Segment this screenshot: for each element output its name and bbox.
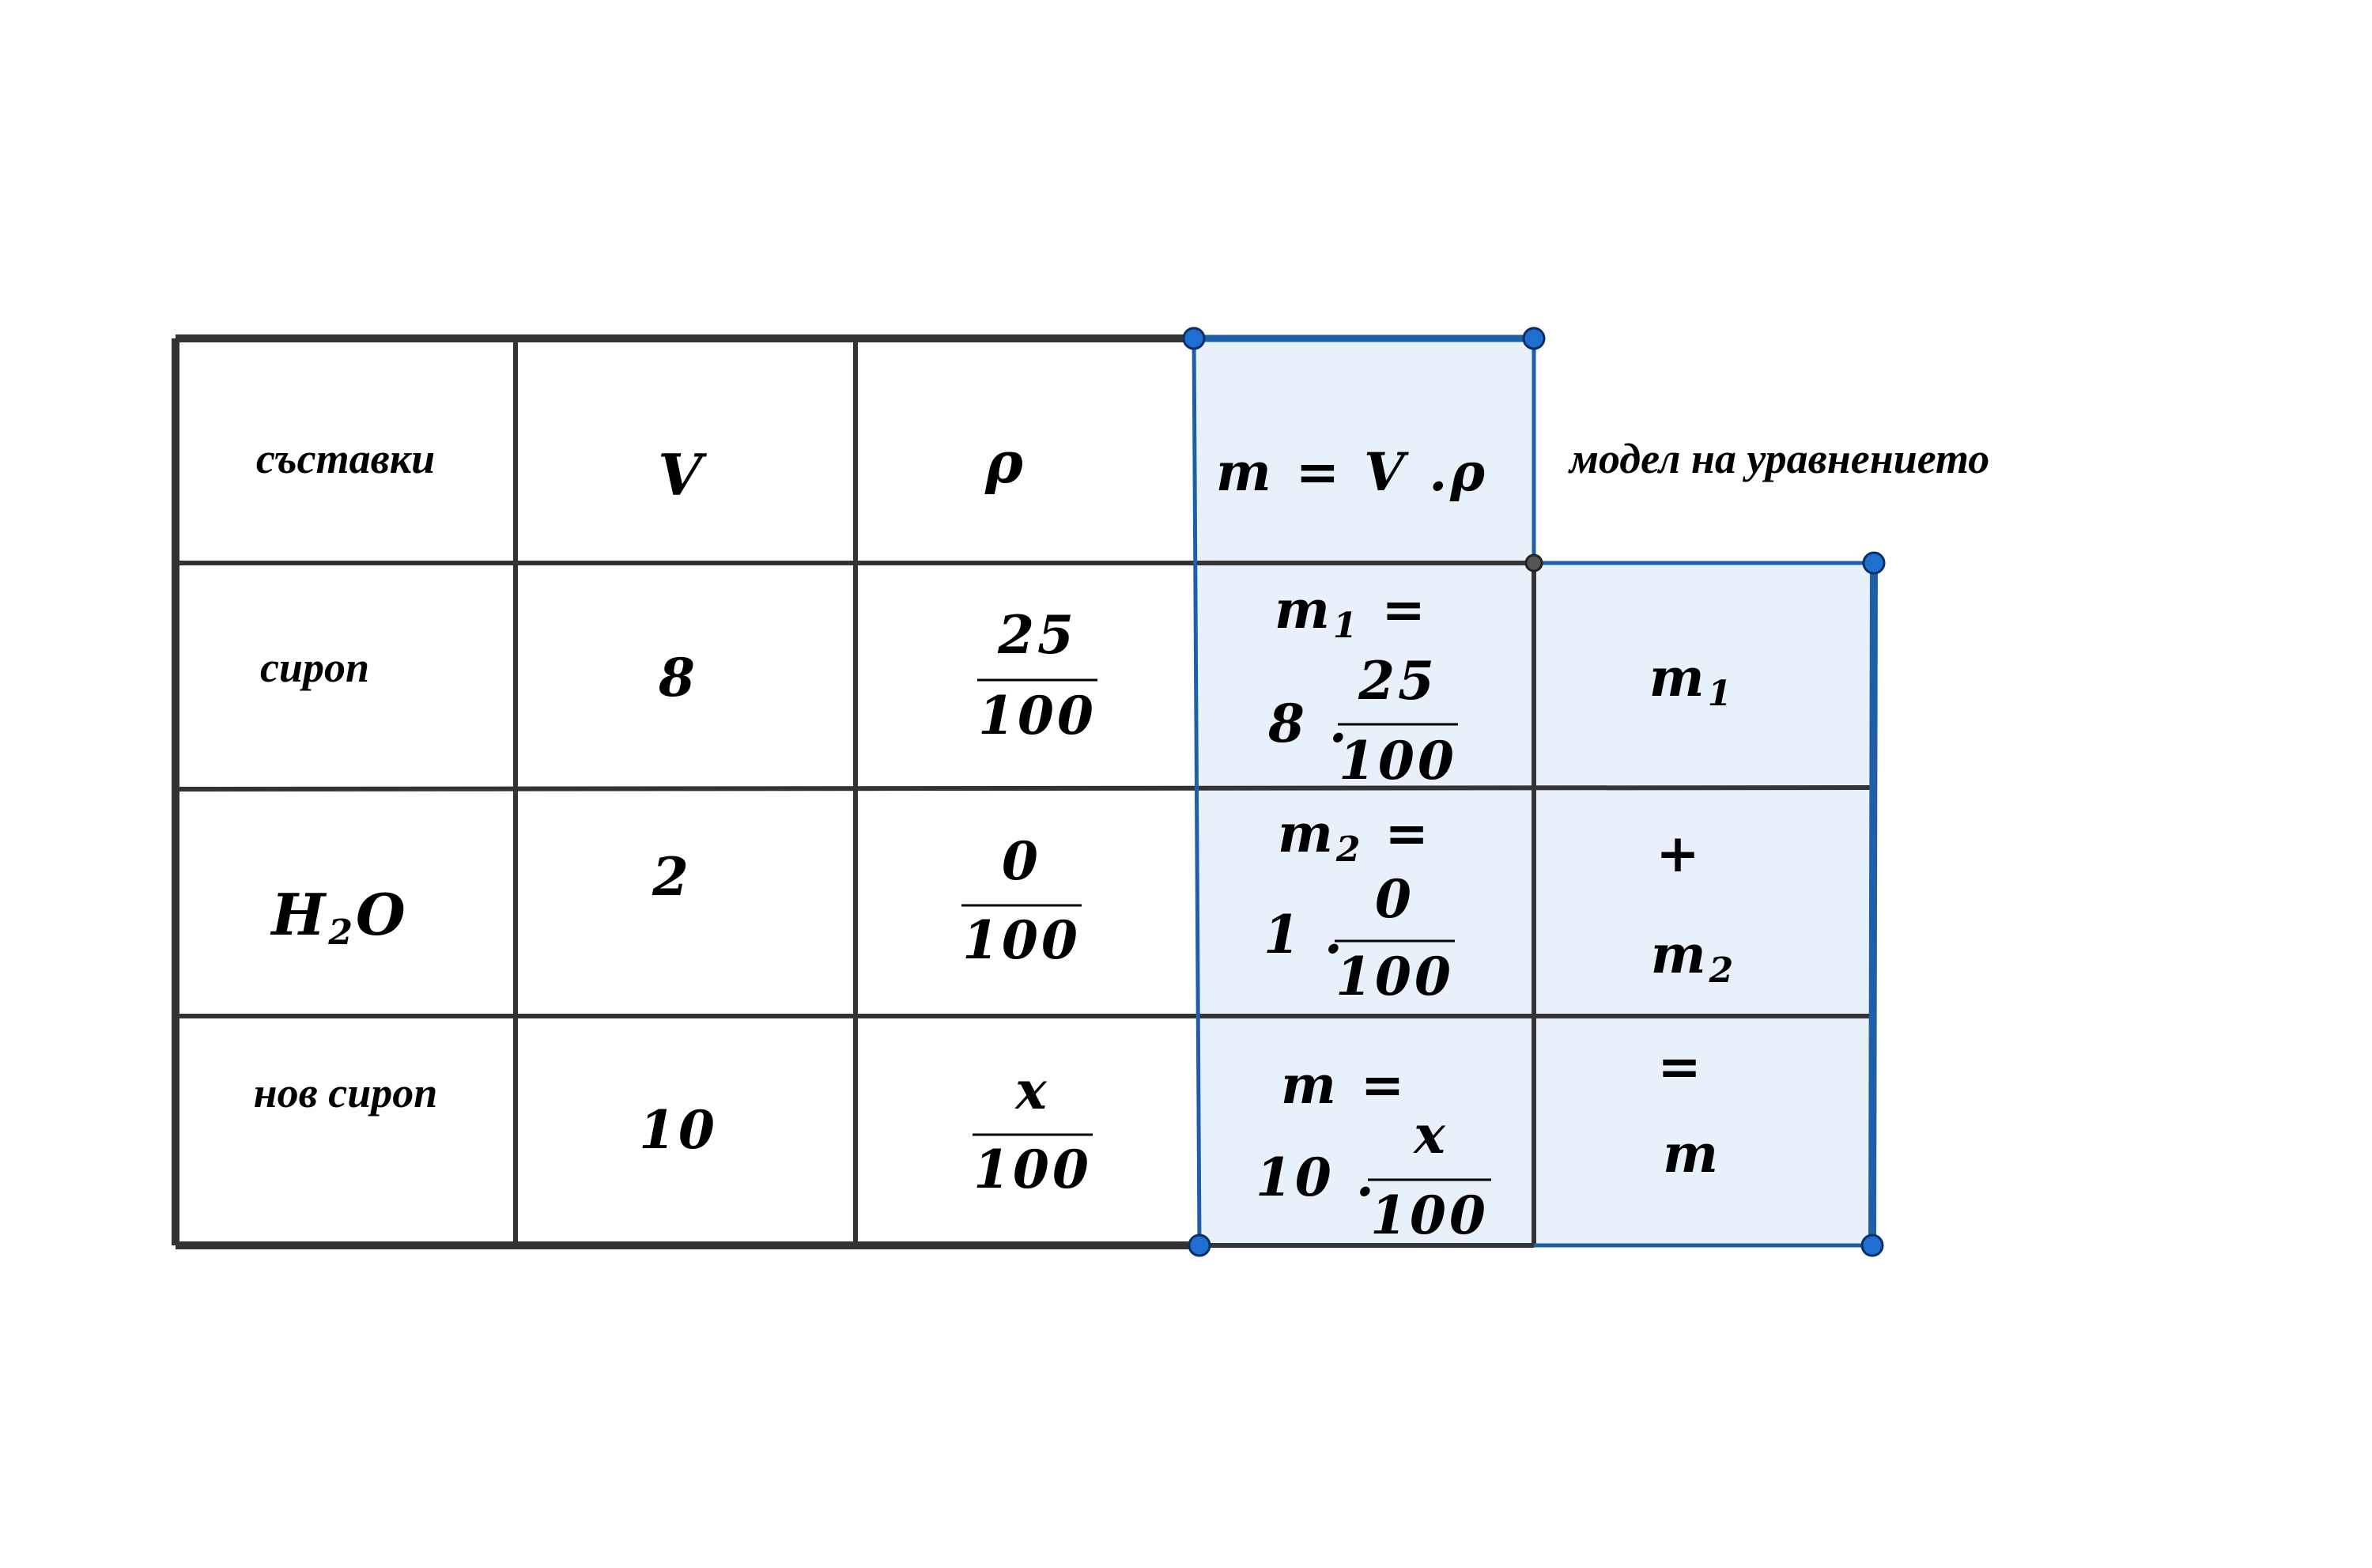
point-e[interactable] xyxy=(1188,1234,1211,1257)
row2-density-den: 100 xyxy=(962,909,1081,971)
row3-volume: 10 xyxy=(639,1099,718,1161)
row1-mass-lhs: m1 = xyxy=(1275,579,1429,646)
row3-mass-coef: 10 . xyxy=(1256,1147,1377,1208)
point-b[interactable] xyxy=(1522,327,1546,350)
points xyxy=(1182,327,1886,1257)
row3-mass-num: x xyxy=(1412,1104,1448,1166)
row2-mass-expr: m2 = 1 . 0 100 xyxy=(1263,803,1455,1007)
row1-mass-den: 100 xyxy=(1339,730,1457,792)
row1-density-fraction: 25 100 xyxy=(977,604,1097,746)
row2-mass-coef: 1 . xyxy=(1263,904,1346,965)
point-f[interactable] xyxy=(1860,1234,1884,1257)
row2-mass-lhs: m2 = xyxy=(1278,803,1432,870)
header-density: ρ xyxy=(984,429,1026,496)
row1-model: m1 xyxy=(1649,647,1735,714)
row-divider-2[interactable] xyxy=(175,785,1873,792)
row2-density-num: 0 xyxy=(1002,830,1041,892)
row1-name: сироп xyxy=(260,644,369,691)
row2-name: H2O xyxy=(270,881,408,953)
row1-mass-coef: 8 . xyxy=(1267,693,1350,754)
row3-density-den: 100 xyxy=(973,1139,1092,1200)
row3-density-num: x xyxy=(1014,1060,1049,1121)
point-d[interactable] xyxy=(1862,551,1886,575)
row1-volume: 8 xyxy=(658,647,698,708)
row3-density-fraction: x 100 xyxy=(973,1060,1093,1200)
row3-mass-lhs: m = xyxy=(1281,1054,1407,1116)
header-mass-formula: m = V .ρ xyxy=(1216,441,1488,503)
row2-model: m2 xyxy=(1651,924,1736,991)
row3-mass-expr: m = 10 . x 100 xyxy=(1256,1054,1491,1246)
point-a[interactable] xyxy=(1182,327,1206,350)
row3-name: нов сироп xyxy=(254,1069,438,1116)
model-label: модел на уравнението xyxy=(1568,435,1989,482)
header-ingredients: съставки xyxy=(256,435,435,482)
segment-model-right[interactable] xyxy=(1868,562,1878,1246)
table-grid xyxy=(172,334,1873,1249)
row1-density-den: 100 xyxy=(978,685,1097,746)
blue-segments xyxy=(1192,334,1878,1248)
row3-mass-den: 100 xyxy=(1370,1185,1489,1246)
row2-volume: 2 xyxy=(652,846,692,908)
row2-mass-den: 100 xyxy=(1335,946,1454,1007)
row2-density-fraction: 0 100 xyxy=(961,830,1082,971)
row2-mass-num: 0 xyxy=(1375,868,1415,930)
point-c[interactable] xyxy=(1524,554,1543,572)
row1-mass-num: 25 xyxy=(1358,650,1437,712)
header-volume: V xyxy=(658,441,707,508)
segment-mass-left[interactable] xyxy=(1192,338,1202,1246)
row1-mass-expr: m1 = 8 . 25 100 xyxy=(1267,579,1458,792)
row2-model-plus: + xyxy=(1656,822,1702,884)
row3-model-equals: = xyxy=(1657,1036,1704,1098)
row3-model: m xyxy=(1663,1123,1721,1185)
row1-density-num: 25 xyxy=(997,604,1077,666)
